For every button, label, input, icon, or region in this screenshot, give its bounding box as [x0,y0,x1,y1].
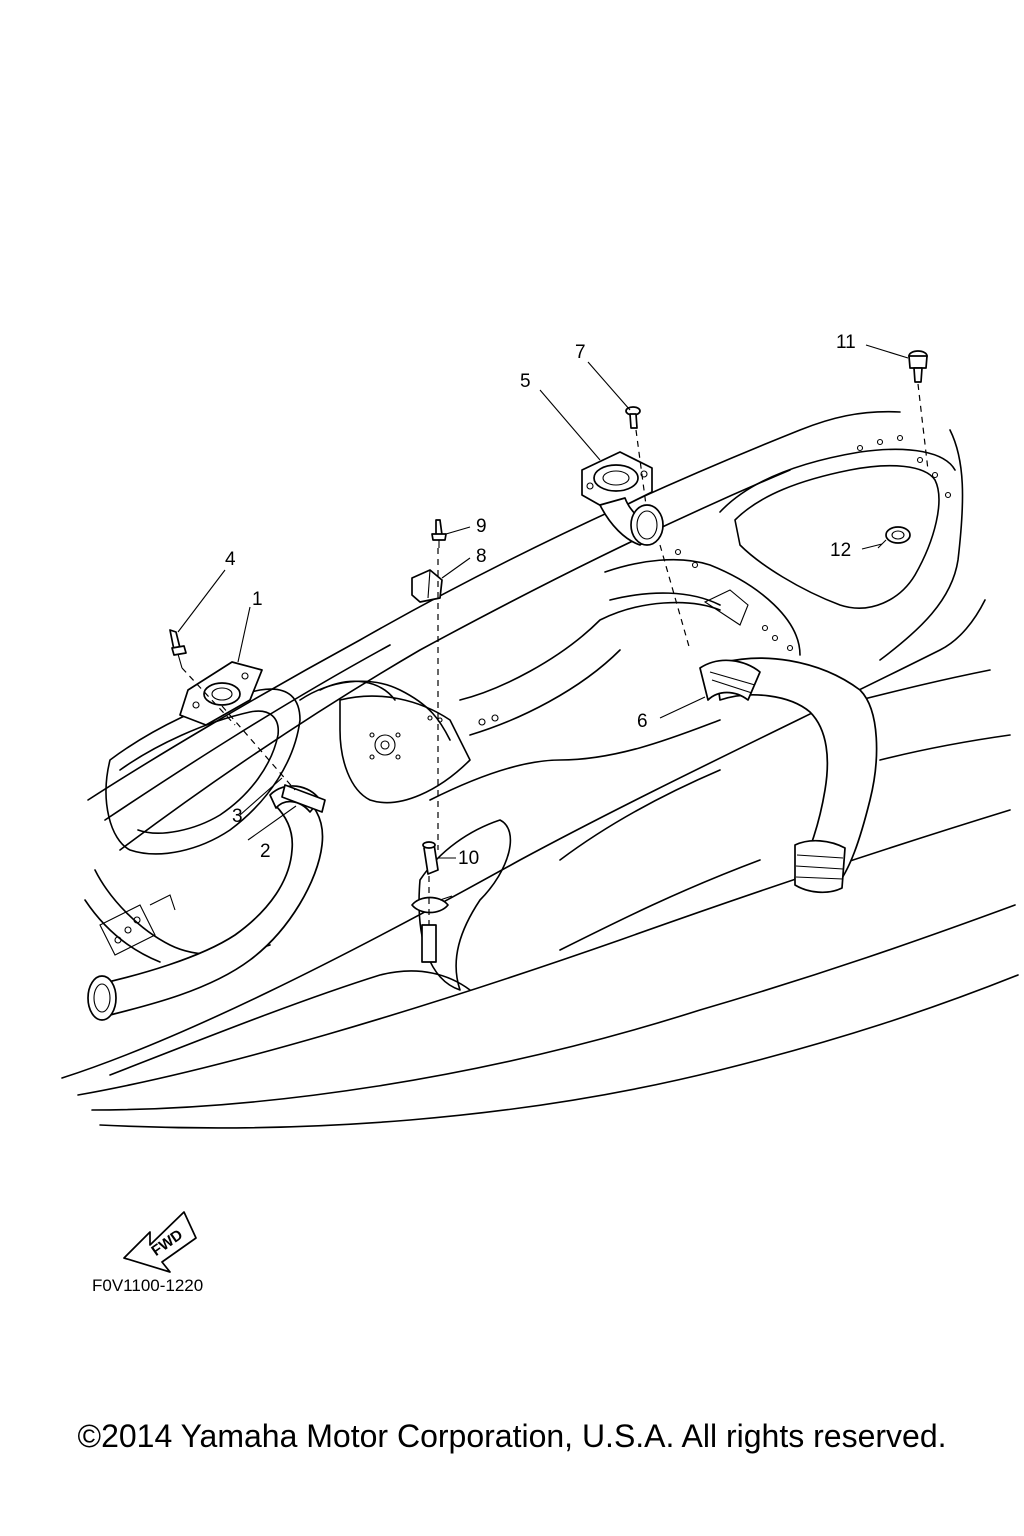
part-9-pin [431,519,447,548]
part-10-plug [411,841,453,963]
part-4-pin-rivet [169,629,187,669]
callout-9: 9 [476,516,487,537]
front-air-duct [87,784,326,1021]
hull-outline [61,410,1019,1129]
assembly-lines [181,383,929,925]
callout-2: 2 [260,841,271,862]
leader-lines [177,344,909,859]
part-7-screw [625,406,641,429]
callout-10: 10 [458,848,479,869]
callout-1: 1 [252,589,263,610]
callouts: 1 2 3 4 5 6 7 8 9 10 11 12 [225,332,856,869]
callout-5: 5 [520,371,531,392]
part-1-intake-cover [179,661,263,726]
diagram-code: F0V1100-1220 [92,1276,203,1295]
callout-7: 7 [575,342,586,363]
callout-8: 8 [476,546,487,567]
part-11-bolt [908,350,928,383]
callout-11: 11 [836,332,856,353]
rear-air-duct [699,657,878,894]
fwd-arrow-icon: FWD [123,1211,197,1273]
part-12-clamp [877,526,911,549]
callout-12: 12 [830,540,851,561]
callout-3: 3 [232,806,243,827]
part-8-clip [411,569,443,603]
hull-inner [109,769,761,1076]
copyright-notice: ©2014 Yamaha Motor Corporation, U.S.A. A… [77,1418,947,1454]
part-5-rear-intake-cover [581,451,664,546]
callout-4: 4 [225,549,236,570]
callout-6: 6 [637,711,648,732]
